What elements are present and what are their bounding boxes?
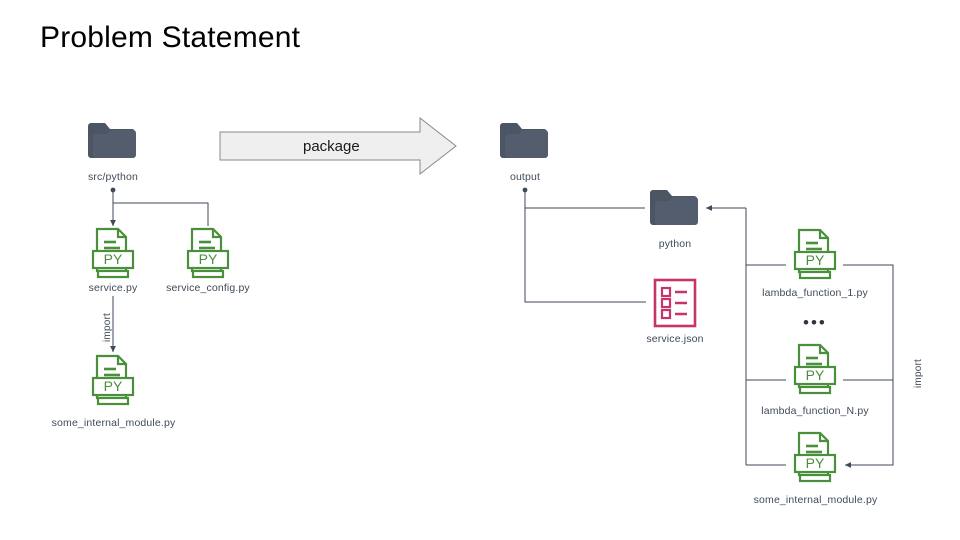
python-file-icon-service-config-py[interactable]: PY — [184, 226, 232, 287]
folder-icon-python[interactable] — [648, 185, 702, 238]
python-file-icon: PY — [793, 343, 837, 395]
node-label-service-config-py: service_config.py — [166, 282, 250, 294]
python-file-icon-some-internal-module-right[interactable]: PY — [791, 430, 839, 491]
python-file-icon: PY — [186, 227, 230, 279]
svg-text:PY: PY — [806, 252, 825, 268]
node-label-service-py: service.py — [88, 282, 138, 294]
node-label-lambda-1: lambda_function_1.py — [762, 287, 868, 299]
node-label-src-python: src/python — [88, 171, 138, 183]
right-block-arrow-icon — [219, 116, 457, 176]
node-label-python: python — [658, 238, 692, 250]
folder-icon-output[interactable] — [498, 118, 552, 171]
python-file-icon: PY — [91, 354, 135, 406]
folder-icon-src-python[interactable] — [86, 118, 140, 171]
svg-text:PY: PY — [199, 251, 218, 267]
node-label-some-internal-module-left: some_internal_module.py — [51, 417, 176, 429]
python-file-icon: PY — [91, 227, 135, 279]
python-file-icon-some-internal-module-left[interactable]: PY — [89, 353, 137, 414]
page-title: Problem Statement — [40, 21, 301, 54]
json-list-icon-service-json[interactable] — [651, 277, 699, 334]
lambda-list-ellipsis: ••• — [803, 313, 827, 332]
python-file-icon-lambda-1[interactable]: PY — [791, 227, 839, 288]
edge-label-import-left: import — [102, 313, 113, 342]
svg-text:PY: PY — [806, 367, 825, 383]
node-label-output: output — [509, 171, 541, 183]
node-label-service-json: service.json — [646, 333, 704, 345]
edge-label-import-right: import — [913, 359, 924, 388]
python-file-icon-service-py[interactable]: PY — [89, 226, 137, 287]
svg-text:PY: PY — [104, 378, 123, 394]
python-file-icon: PY — [793, 228, 837, 280]
node-label-some-internal-module-right: some_internal_module.py — [753, 494, 878, 506]
svg-text:PY: PY — [104, 251, 123, 267]
node-label-lambda-n: lambda_function_N.py — [761, 405, 869, 417]
folder-icon — [88, 123, 136, 158]
package-arrow-label: package — [303, 138, 360, 155]
json-list-icon — [653, 278, 697, 328]
python-file-icon-lambda-n[interactable]: PY — [791, 342, 839, 403]
python-file-icon: PY — [793, 431, 837, 483]
folder-icon — [500, 123, 548, 158]
svg-text:PY: PY — [806, 455, 825, 471]
folder-icon — [650, 190, 698, 225]
